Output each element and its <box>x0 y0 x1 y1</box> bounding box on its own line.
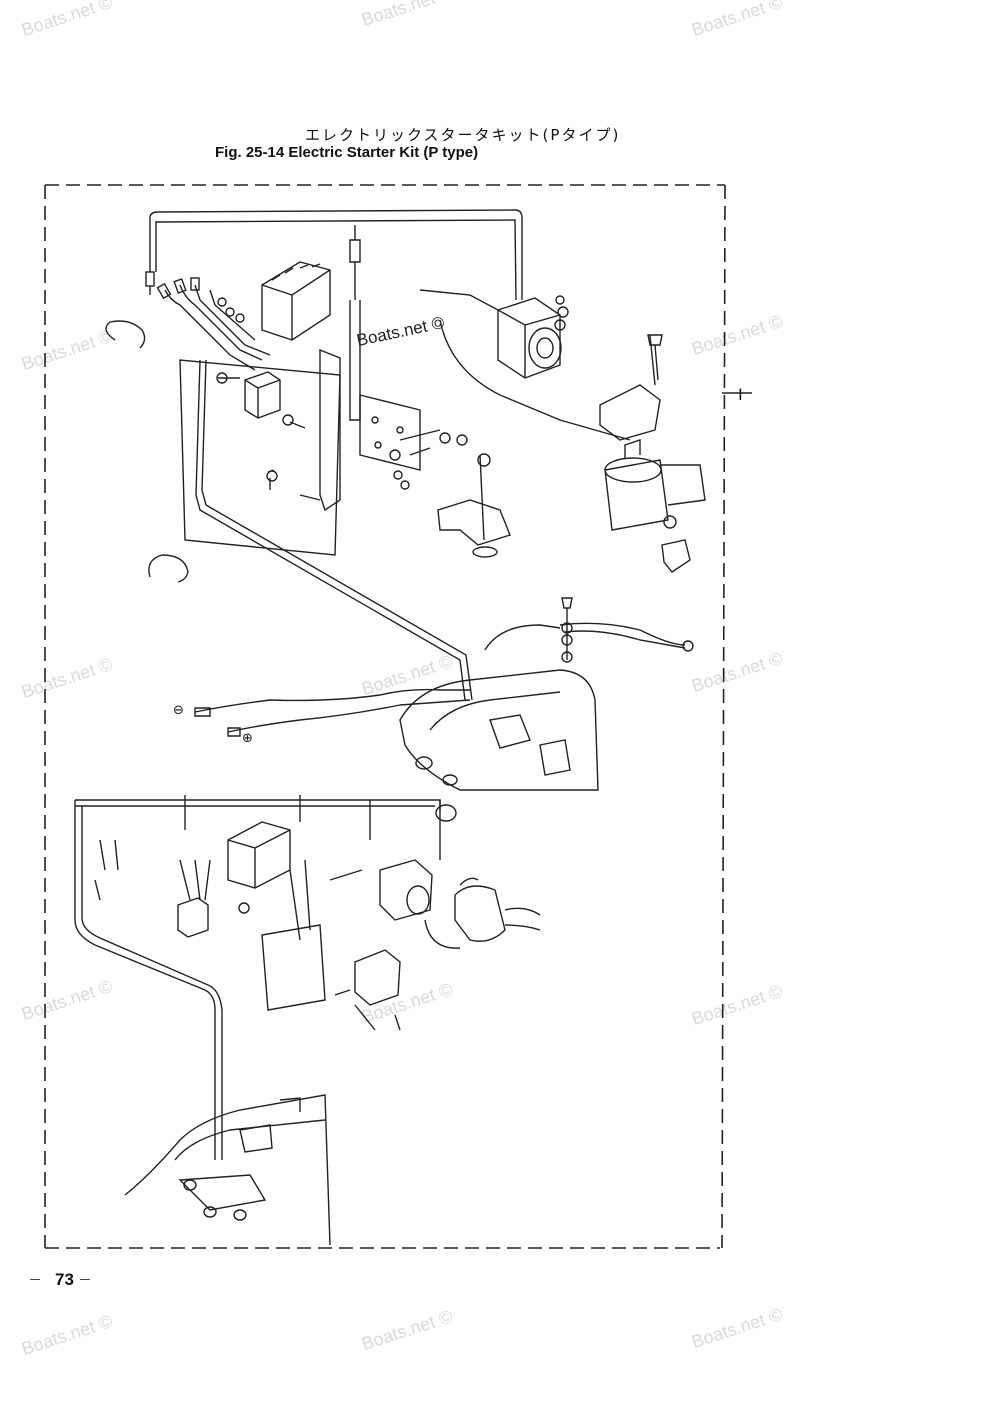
starter-solenoid <box>354 949 401 1006</box>
regulator <box>227 821 291 889</box>
starter-cap <box>661 539 691 573</box>
remote-harness <box>75 799 441 810</box>
starter-cable <box>149 209 523 300</box>
lead-wire <box>349 225 361 300</box>
regulator <box>261 261 331 341</box>
starter-solenoid <box>497 297 562 379</box>
relay-box <box>177 897 209 938</box>
solenoid-bracket <box>437 499 511 546</box>
ground-cable <box>559 622 686 646</box>
callout-label: I <box>738 385 743 404</box>
positive-terminal-symbol: ⊕ <box>242 731 253 746</box>
page-number: 73 <box>55 1270 74 1289</box>
page-dash-right <box>80 1279 90 1280</box>
mounting-bracket <box>179 348 421 556</box>
page-dash-left <box>30 1279 40 1280</box>
wire-clip <box>105 320 146 349</box>
remote-control <box>454 885 506 942</box>
bottom-cowl <box>399 669 599 791</box>
cable-terminal <box>145 271 155 287</box>
starter-solenoid <box>379 859 433 921</box>
bolt <box>561 597 573 609</box>
wiring-harness <box>195 359 466 701</box>
figure-title-english: Fig. 25-14 Electric Starter Kit (P type) <box>215 144 479 161</box>
bolt <box>647 334 663 346</box>
mounting-bracket <box>261 924 326 1011</box>
starter-motor <box>604 439 706 531</box>
relay-box <box>244 371 281 419</box>
bolt <box>266 470 278 482</box>
negative-terminal-symbol: ⊖ <box>173 703 184 718</box>
battery-cable <box>194 688 470 713</box>
bottom-cowl <box>124 1094 331 1246</box>
wire-clip <box>148 554 189 583</box>
diagram-frame <box>44 184 726 1249</box>
figure-title-japanese: エレクトリックスタータキット(Pタイプ) <box>305 126 621 144</box>
